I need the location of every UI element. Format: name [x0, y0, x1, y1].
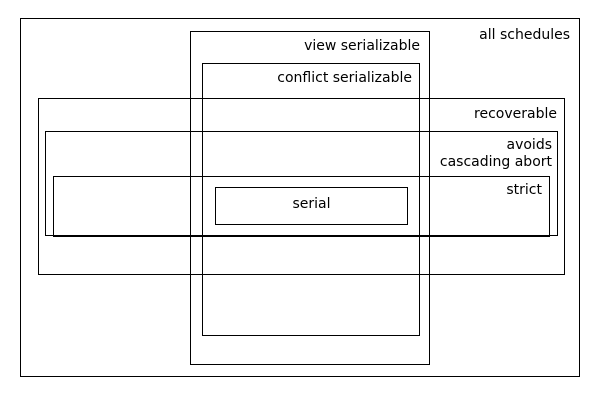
label-conflict-serializable: conflict serializable	[277, 70, 412, 86]
box-strict	[53, 176, 550, 237]
box-view-serializable	[190, 31, 430, 365]
label-all-schedules: all schedules	[479, 27, 570, 43]
label-recoverable: recoverable	[474, 106, 557, 122]
label-strict: strict	[506, 182, 542, 198]
box-avoids-cascading-abort	[45, 131, 558, 236]
label-avoids-cascading-abort: avoids cascading abort	[439, 137, 552, 170]
box-all-schedules	[20, 18, 580, 377]
label-view-serializable: view serializable	[304, 38, 420, 54]
box-serial	[215, 187, 408, 225]
box-recoverable	[38, 98, 565, 275]
label-serial: serial	[292, 196, 331, 212]
box-conflict-serializable	[202, 63, 420, 336]
